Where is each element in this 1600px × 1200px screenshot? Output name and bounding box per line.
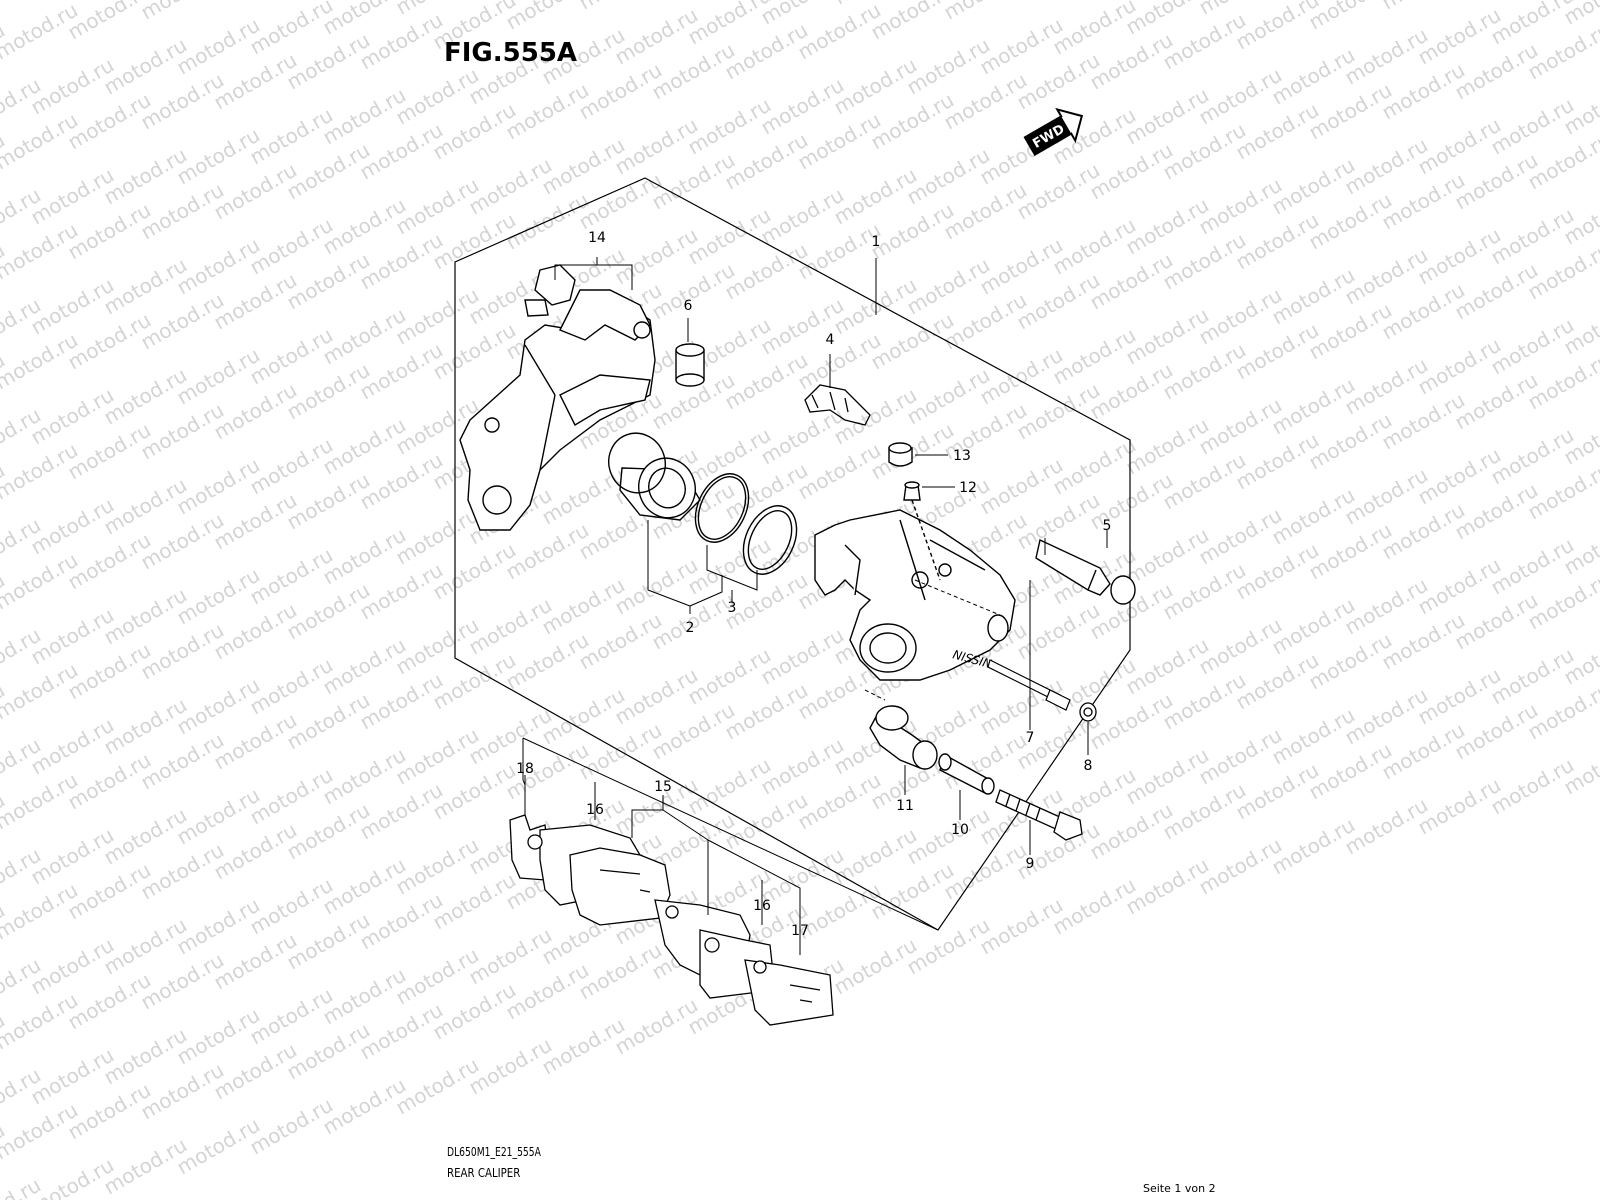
- callout-16-upper: 16: [586, 802, 604, 818]
- brake-pad-set: [509, 814, 834, 1026]
- sleeve-part: [938, 753, 995, 795]
- callout-17: 17: [791, 923, 809, 939]
- callout-14: 14: [588, 230, 606, 246]
- plug-part: [1079, 702, 1097, 722]
- diagram-name: REAR CALIPER: [447, 1166, 521, 1180]
- leader-lines: [524, 257, 1108, 955]
- callout-labels: 1 2 3 4 5 6 7 8 9 10 11 12 13 14 15 16 1…: [516, 230, 1111, 939]
- bolt-part: [995, 789, 1083, 841]
- pad-spring-part: [804, 384, 871, 426]
- callout-5: 5: [1103, 518, 1112, 534]
- callout-8: 8: [1084, 758, 1093, 774]
- callout-2: 2: [686, 620, 695, 636]
- callout-15: 15: [654, 779, 672, 795]
- callout-3: 3: [728, 600, 737, 616]
- boot-part: [675, 343, 705, 387]
- callout-7: 7: [1026, 730, 1035, 746]
- pin-bolt-part: [987, 659, 1071, 711]
- bleeder-cap-part: [888, 442, 913, 467]
- callout-4: 4: [826, 332, 835, 348]
- slide-pin-part: [1035, 538, 1136, 605]
- piston-seal-part: [694, 473, 798, 575]
- caliper-bracket-part: [459, 264, 656, 531]
- page-indicator: Seite 1 von 2: [1143, 1182, 1216, 1195]
- callout-16-lower: 16: [753, 898, 771, 914]
- dust-boot-part: [869, 705, 938, 770]
- figure-title: FIG.555A: [444, 38, 578, 68]
- callout-11: 11: [896, 798, 914, 814]
- bleeder-valve-part: [903, 481, 941, 581]
- callout-1: 1: [872, 234, 881, 250]
- callout-10: 10: [951, 822, 969, 838]
- callout-13: 13: [953, 448, 971, 464]
- callout-9: 9: [1026, 856, 1035, 872]
- fwd-arrow-icon: FWD: [1023, 107, 1084, 157]
- callout-6: 6: [684, 298, 693, 314]
- diagram-code: DL650M1_E21_555A: [447, 1145, 541, 1159]
- piston-part: [608, 432, 701, 521]
- callout-12: 12: [959, 480, 977, 496]
- caliper-body-part: NISSIN: [814, 509, 1016, 681]
- callout-18: 18: [516, 761, 534, 777]
